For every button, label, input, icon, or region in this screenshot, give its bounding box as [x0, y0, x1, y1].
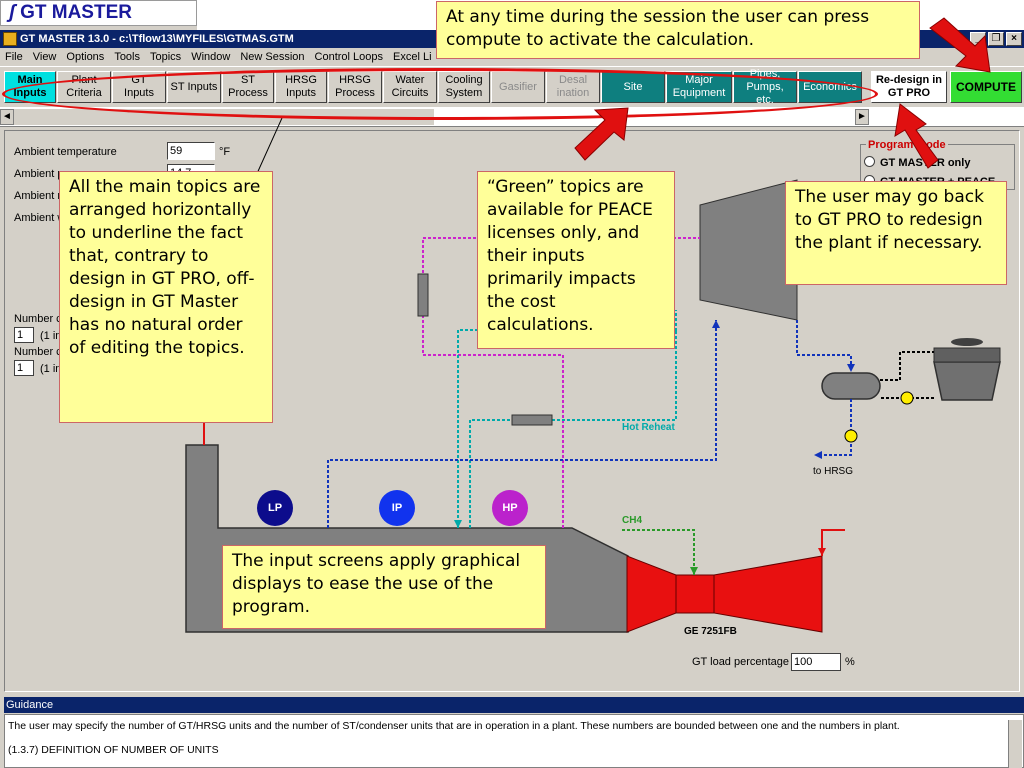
app-icon: [3, 32, 17, 46]
callout-compute: At any time during the session the user …: [436, 1, 920, 59]
cw-pump-icon[interactable]: [900, 391, 914, 405]
hp-drum[interactable]: HP: [492, 490, 528, 526]
hp-valve[interactable]: [417, 273, 429, 317]
gt-load-input[interactable]: 100: [791, 653, 841, 671]
cw-supply-line: [880, 351, 934, 381]
topic-gasifier[interactable]: Gasifier: [491, 71, 545, 103]
number-st-units-input[interactable]: 1: [14, 360, 34, 376]
menu-topics[interactable]: Topics: [150, 51, 182, 63]
topic-main-inputs[interactable]: Main Inputs: [4, 71, 56, 103]
gt-inlet-line: [821, 529, 845, 556]
menu-control-loops[interactable]: Control Loops: [314, 51, 384, 63]
gt-compressor[interactable]: [626, 555, 677, 633]
topic-major-equipment[interactable]: Major Equipment: [666, 71, 732, 103]
fan-icon: [951, 338, 983, 346]
menu-options[interactable]: Options: [66, 51, 105, 63]
fuel-arrow-icon: [690, 567, 698, 575]
cooling-tower[interactable]: [933, 361, 1001, 401]
condensate-pump-icon[interactable]: [844, 429, 858, 443]
reheat-arrow-icon: [454, 520, 462, 528]
ambient-temperature-input[interactable]: 59: [167, 142, 215, 160]
topic-st-process[interactable]: ST Process: [222, 71, 274, 103]
ambient-temperature-label: Ambient temperature: [14, 146, 117, 158]
fuel-line: [622, 529, 695, 575]
callout-topics: All the main topics are arranged horizon…: [59, 171, 273, 423]
slide-logo-text: GT MASTER: [20, 2, 132, 23]
redesign-in-gt-pro-button[interactable]: Re-design in GT PRO: [871, 71, 947, 103]
ambient-temperature-unit: °F: [219, 146, 231, 158]
topic-economics[interactable]: Economics: [798, 71, 862, 103]
hot-reheat-line: [469, 330, 677, 528]
menu-file[interactable]: File: [5, 51, 23, 63]
topic-hrsg-inputs[interactable]: HRSG Inputs: [275, 71, 327, 103]
guidance-header: Guidance: [4, 697, 1024, 713]
program-mode-title: Program mode: [866, 139, 948, 151]
condensate-line: [820, 399, 852, 456]
topic-st-inputs[interactable]: ST Inputs: [167, 71, 221, 103]
topic-hrsg-process[interactable]: HRSG Process: [328, 71, 382, 103]
gt-load-label: GT load percentage: [692, 656, 790, 668]
ambient-pressure-label: Ambient p: [14, 168, 64, 180]
guidance-text: The user may specify the number of GT/HR…: [8, 720, 900, 732]
topic-pipes-pumps[interactable]: Pipes, Pumps, etc.: [733, 68, 797, 106]
menu-view[interactable]: View: [32, 51, 57, 63]
radio-icon[interactable]: [864, 156, 875, 167]
st-exhaust-arrow-icon: [847, 364, 855, 372]
steam-turbine-body: [699, 179, 798, 321]
close-button[interactable]: ×: [1006, 32, 1022, 46]
callout-graphics: The input screens apply graphical displa…: [222, 545, 546, 629]
to-hrsg-label: to HRSG: [813, 466, 854, 477]
gt-load-unit: %: [845, 656, 855, 668]
menu-window[interactable]: Window: [191, 51, 231, 63]
callout-green-topics: “Green” topics are available for PEACE l…: [477, 171, 675, 349]
guidance-panel: The user may specify the number of GT/HR…: [4, 714, 1024, 768]
topic-gt-inputs[interactable]: GT Inputs: [112, 71, 166, 103]
guidance-section: (1.3.7) DEFINITION OF NUMBER OF UNITS: [8, 744, 219, 756]
topic-desalination[interactable]: Desal ination: [546, 71, 600, 103]
number-gt-units-input[interactable]: 1: [14, 327, 34, 343]
menu-bar: File View Options Tools Topics Window Ne…: [0, 48, 1024, 66]
ip-drum[interactable]: IP: [379, 490, 415, 526]
thermoflow-logo-icon: ʃ: [9, 2, 16, 23]
lp-drum[interactable]: LP: [257, 490, 293, 526]
number-gt-units-label: Number c: [14, 313, 62, 325]
mode-gt-master-only[interactable]: GT MASTER only: [864, 156, 970, 169]
menu-tools[interactable]: Tools: [114, 51, 140, 63]
topic-site[interactable]: Site: [601, 71, 665, 103]
topic-cooling-system[interactable]: Cooling System: [438, 71, 490, 103]
fuel-label: CH4: [622, 515, 643, 526]
hot-reheat-label: Hot Reheat: [622, 422, 675, 433]
gt-combustor[interactable]: [675, 574, 715, 614]
gt-model-label: GE 7251FB: [684, 626, 737, 637]
ambient-humidity-label: Ambient r: [14, 190, 62, 202]
ambient-wetbulb-label: Ambient w: [14, 212, 66, 224]
number-gt-units-note: (1 in: [40, 330, 62, 342]
reheat-valve[interactable]: [511, 414, 553, 426]
lp-arrow-icon: [712, 320, 720, 328]
topic-plant-criteria[interactable]: Plant Criteria: [57, 71, 111, 103]
callout-pointer-line: [254, 117, 283, 179]
topic-toolbar: Main Inputs Plant Criteria GT Inputs ST …: [0, 66, 1024, 106]
window-title: GT MASTER 13.0 - c:\Tflow13\MYFILES\GTMA…: [20, 33, 294, 45]
callout-redesign: The user may go back to GT PRO to redesi…: [785, 181, 1007, 285]
menu-new-session[interactable]: New Session: [240, 51, 305, 63]
condenser[interactable]: [821, 372, 881, 400]
lp-steam-line: [327, 320, 717, 528]
topic-water-circuits[interactable]: Water Circuits: [383, 71, 437, 103]
condensate-arrow-icon: [814, 451, 822, 459]
gt-turbine[interactable]: [713, 555, 823, 633]
st-exhaust-line: [796, 320, 852, 370]
guidance-scrollbar[interactable]: [1008, 720, 1022, 768]
number-st-units-label: Number c: [14, 346, 62, 358]
menu-excel-link[interactable]: Excel Li: [393, 51, 432, 63]
cooling-tower-fan-deck: [933, 347, 1001, 363]
gt-inlet-arrow-icon: [818, 548, 826, 556]
number-st-units-note: (1 in: [40, 363, 62, 375]
